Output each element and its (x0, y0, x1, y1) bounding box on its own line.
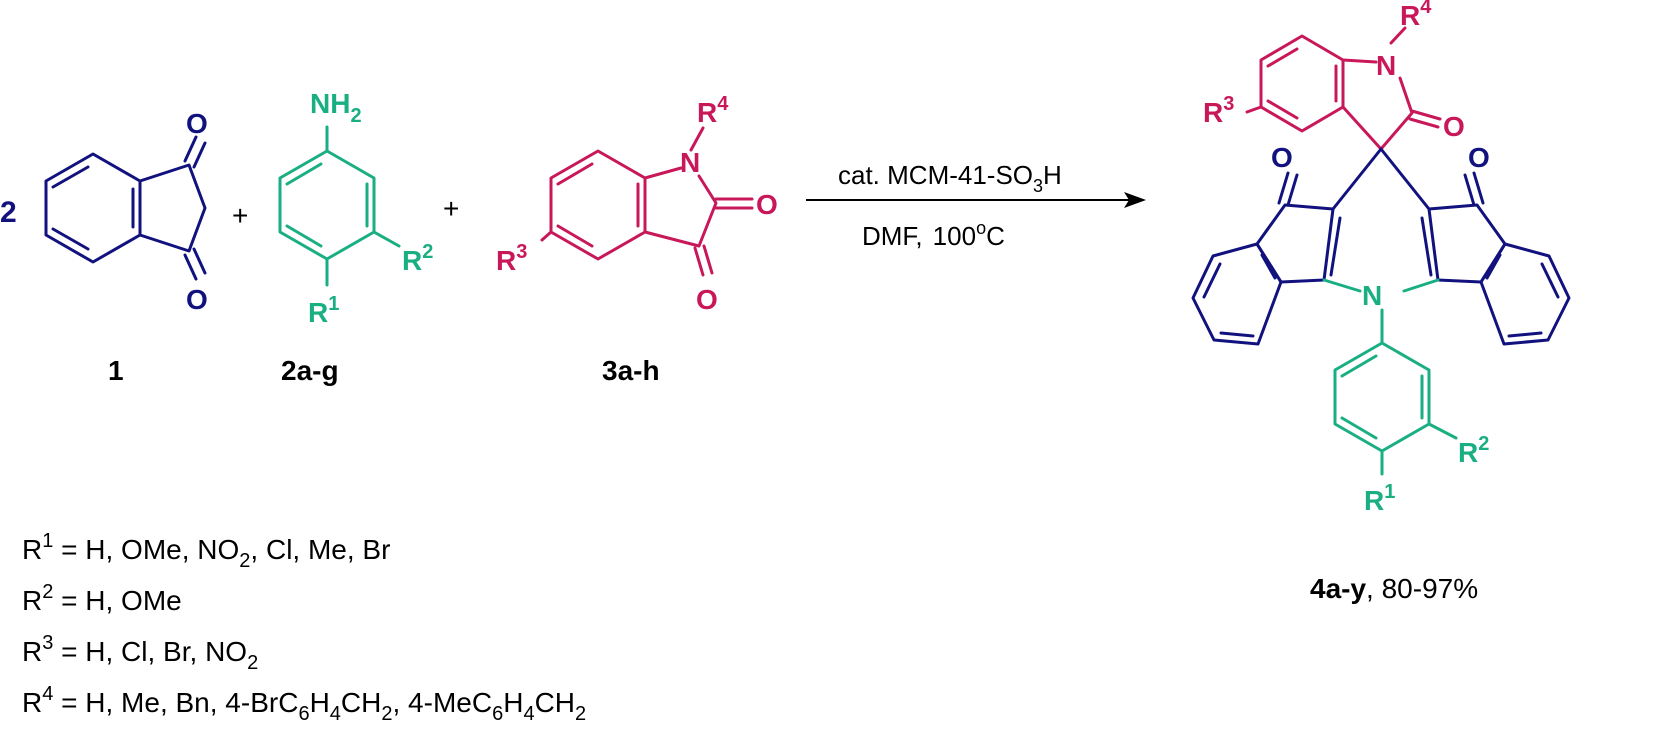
isatin-nitrogen: N (680, 147, 700, 178)
product-aryl (1322, 278, 1458, 476)
product-oxygen-right: O (1468, 142, 1490, 173)
arrow-head (1124, 192, 1146, 208)
isatin-r4: R4 (697, 93, 729, 128)
left-indenone-benzene (1191, 242, 1283, 346)
amine-group: NH2 (310, 88, 362, 127)
isatin-five-ring (643, 166, 683, 180)
r4-definition: R4 = H, Me, Bn, 4-BrC6H4CH2, 4-MeC6H4CH2 (22, 683, 586, 725)
product-r1: R1 (1364, 481, 1395, 516)
indandione-oxygen-top: O (186, 108, 208, 139)
product-r3: R3 (1203, 93, 1234, 128)
indandione-oxygen-bottom: O (186, 284, 208, 315)
product-oxindole-oxygen: O (1443, 111, 1465, 142)
aniline-structure (278, 125, 401, 287)
isatin-oxygen-right: O (756, 189, 778, 220)
aniline-label: 2a-g (281, 355, 339, 386)
r1-definition: R1 = H, OMe, NO2, Cl, Me, Br (22, 530, 390, 572)
r2-definition: R2 = H, OMe (22, 581, 182, 616)
isatin-structure (540, 126, 754, 277)
solvent-temperature-condition: DMF,100oC (862, 218, 1005, 251)
benzene-ring (44, 152, 142, 264)
isatin-oxygen-bottom: O (696, 284, 718, 315)
product-oxindole-benzene (1259, 34, 1345, 133)
aniline-r1: R1 (308, 293, 339, 328)
indandione-structure (44, 135, 207, 281)
aniline-ring (278, 149, 376, 261)
product-aryl-ring (1333, 341, 1431, 453)
product-amine-nitrogen: N (1362, 280, 1382, 311)
reaction-arrow (806, 192, 1146, 208)
product-oxindole (1245, 26, 1442, 151)
product-oxindole-nitrogen: N (1376, 50, 1396, 81)
plus-sign-1: + (232, 200, 248, 231)
plus-sign-2: + (443, 193, 459, 224)
product-r4: R4 (1400, 0, 1432, 31)
product-core (1191, 147, 1571, 346)
isatin-r3: R3 (496, 241, 527, 276)
product-r2: R2 (1458, 433, 1489, 468)
aniline-r2: R2 (402, 241, 433, 276)
indandione-label: 1 (108, 355, 124, 386)
catalyst-condition: cat. MCM-41-SO3H (838, 160, 1062, 196)
coefficient-two: 2 (0, 196, 17, 229)
five-membered-ring (138, 163, 207, 253)
product-label: 4a-y, 80-97% (1310, 573, 1478, 604)
isatin-label: 3a-h (602, 355, 660, 386)
r3-definition: R3 = H, Cl, Br, NO2 (22, 632, 258, 674)
product-oxygen-left: O (1271, 142, 1293, 173)
isatin-benzene-ring (549, 149, 647, 261)
substituent-legend: R1 = H, OMe, NO2, Cl, Me, Br R2 = H, OMe… (22, 530, 586, 725)
right-indenone-benzene (1479, 242, 1571, 346)
